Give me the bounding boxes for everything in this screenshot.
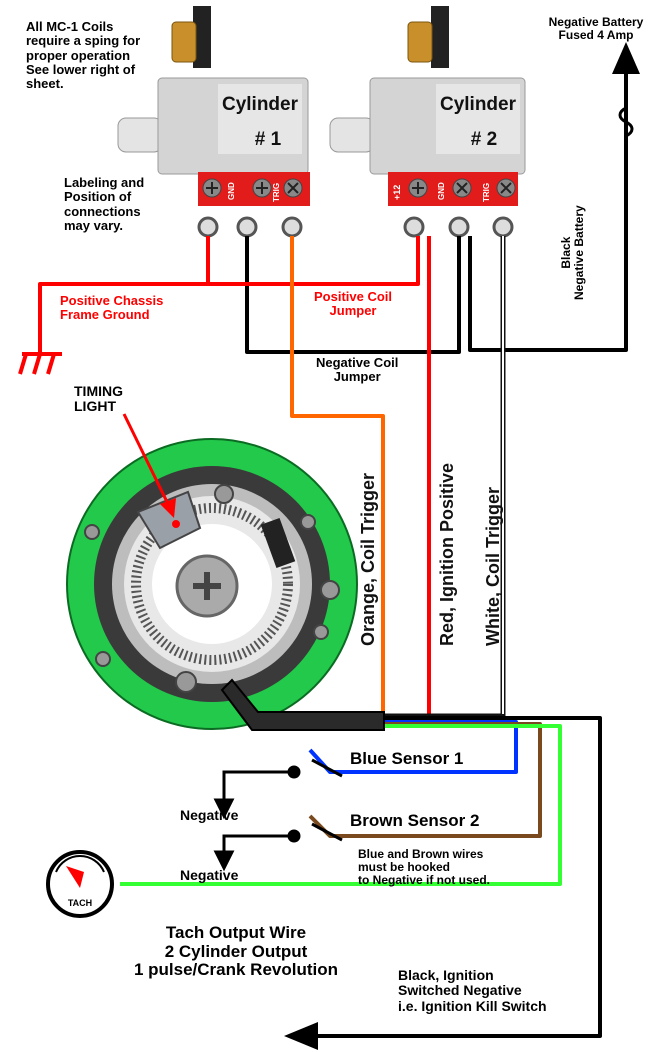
sensor-switch-1 bbox=[213, 758, 343, 820]
coil-2-screws bbox=[408, 178, 516, 198]
wire-chassis-ground bbox=[38, 282, 208, 352]
coil-2-brass-knob bbox=[407, 21, 433, 63]
encoder-ring bbox=[131, 503, 293, 665]
battery-arrow-icon bbox=[612, 42, 640, 74]
pickup-sensor bbox=[136, 490, 202, 550]
wire-black-ignition bbox=[310, 716, 602, 1038]
coil-spring-note: All MC-1 Coils require a sping for prope… bbox=[26, 19, 141, 92]
coil-1: Cylinder # 1 +12 GND TRIG bbox=[117, 6, 310, 238]
pcb-mount-screws bbox=[84, 484, 340, 693]
brown-sensor-label: Brown Sensor 2 bbox=[350, 811, 480, 830]
black-ignition-label: Black, Ignition Switched Negative i.e. I… bbox=[398, 967, 547, 1014]
timing-light-arrow-icon bbox=[122, 413, 176, 518]
wire-orange-trigger bbox=[290, 236, 385, 716]
coil-1-terminal-trig: TRIG bbox=[272, 183, 281, 202]
ignition-arrow-icon bbox=[284, 1022, 318, 1050]
red-wire-label: Red, Ignition Positive bbox=[437, 463, 457, 646]
coil-1-plunger bbox=[117, 117, 163, 153]
coil-2-ring-lugs bbox=[403, 216, 514, 238]
coil-2-terminal-trig: TRIG bbox=[482, 183, 491, 202]
timing-light-label: TIMING LIGHT bbox=[74, 383, 123, 415]
wire-black-battery bbox=[468, 70, 628, 352]
coil-1-title: Cylinder bbox=[222, 94, 299, 115]
wire-negative-jumper bbox=[245, 236, 461, 354]
wire-positive-jumper bbox=[206, 236, 420, 286]
chassis-ground-label: Positive Chassis Frame Ground bbox=[60, 293, 164, 323]
tach-output-label: Tach Output Wire 2 Cylinder Output 1 pul… bbox=[133, 923, 339, 980]
coil-2-terminal-12v: +12 bbox=[392, 185, 402, 200]
coil-2: Cylinder # 2 +12 GND TRIG bbox=[329, 6, 526, 238]
coil-2-label-panel bbox=[436, 84, 520, 154]
negative-label-2: Negative bbox=[180, 867, 239, 883]
labeling-note: Labeling and Position of connections may… bbox=[64, 175, 145, 233]
coil-1-label-panel bbox=[218, 84, 302, 154]
coil-2-connector bbox=[431, 6, 449, 68]
coil-1-connector bbox=[193, 6, 211, 68]
negative-battery-label: Negative Battery Fused 4 Amp bbox=[548, 15, 644, 43]
coil-2-terminal-gnd: GND bbox=[437, 182, 446, 200]
coil-2-number: # 2 bbox=[471, 129, 497, 150]
black-negative-label: Black Negative Battery bbox=[559, 205, 587, 300]
tach-needle-icon bbox=[66, 866, 84, 888]
fuse-icon bbox=[618, 106, 634, 138]
tach-label: TACH bbox=[68, 898, 92, 908]
white-wire-label: White, Coil Trigger bbox=[483, 487, 503, 646]
blue-sensor-label: Blue Sensor 1 bbox=[350, 749, 464, 768]
chassis-ground-icon bbox=[18, 352, 62, 375]
orange-wire-label: Orange, Coil Trigger bbox=[358, 473, 378, 646]
wire-green-tach bbox=[120, 724, 562, 886]
coil-2-plunger bbox=[329, 117, 375, 153]
sensor-pcb bbox=[66, 438, 385, 731]
negative-jumper-label: Negative Coil Jumper bbox=[316, 355, 399, 385]
pcb-connector bbox=[260, 517, 296, 569]
coil-2-title: Cylinder bbox=[440, 94, 517, 115]
coil-1-brass-knob bbox=[171, 21, 197, 63]
cable-harness bbox=[220, 678, 385, 731]
coil-1-ring-lugs bbox=[197, 216, 303, 238]
coil-1-number: # 1 bbox=[255, 129, 282, 150]
coil-1-terminal-12v: +12 bbox=[185, 185, 195, 200]
coil-1-screws bbox=[202, 178, 303, 198]
tach-gauge: TACH bbox=[46, 850, 114, 918]
negative-label-1: Negative bbox=[180, 807, 239, 823]
positive-jumper-label: Positive Coil Jumper bbox=[314, 289, 393, 319]
sensor-switch-2 bbox=[213, 822, 343, 872]
blue-brown-note: Blue and Brown wires must be hooked to N… bbox=[358, 847, 491, 888]
coil-1-terminal-gnd: GND bbox=[227, 182, 236, 200]
